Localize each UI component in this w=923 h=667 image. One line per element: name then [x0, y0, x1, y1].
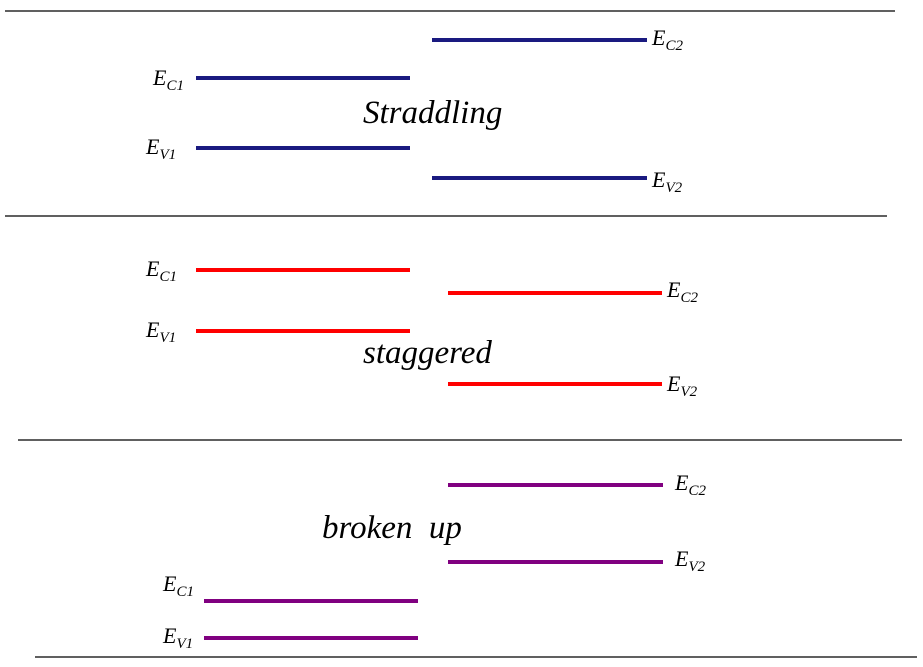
straddling-label-ec1: EC1: [152, 65, 184, 94]
broken-up-label-ev1: EV1: [162, 623, 193, 652]
broken-up-label-ec1: EC1: [162, 571, 194, 600]
broken-up-label-ec2: EC2: [674, 470, 706, 499]
panel-staggered: staggered EC1 EV1 EC2 EV2: [145, 256, 698, 400]
straddling-label-ev2: EV2: [651, 167, 683, 196]
staggered-label-ec2: EC2: [666, 277, 698, 306]
panel-straddling: Straddling EC1 EV1 EC2 EV2: [145, 25, 683, 196]
broken-up-label-ev2: EV2: [674, 546, 706, 575]
broken-up-title: broken up: [322, 510, 462, 546]
staggered-label-ev2: EV2: [666, 371, 698, 400]
staggered-title: staggered: [363, 335, 492, 371]
straddling-label-ec2: EC2: [651, 25, 683, 54]
straddling-title: Straddling: [363, 95, 502, 131]
staggered-label-ev1: EV1: [145, 317, 176, 346]
straddling-label-ev1: EV1: [145, 134, 176, 163]
panel-broken-up: broken up EC1 EV1 EC2 EV2: [162, 470, 706, 652]
staggered-label-ec1: EC1: [145, 256, 177, 285]
